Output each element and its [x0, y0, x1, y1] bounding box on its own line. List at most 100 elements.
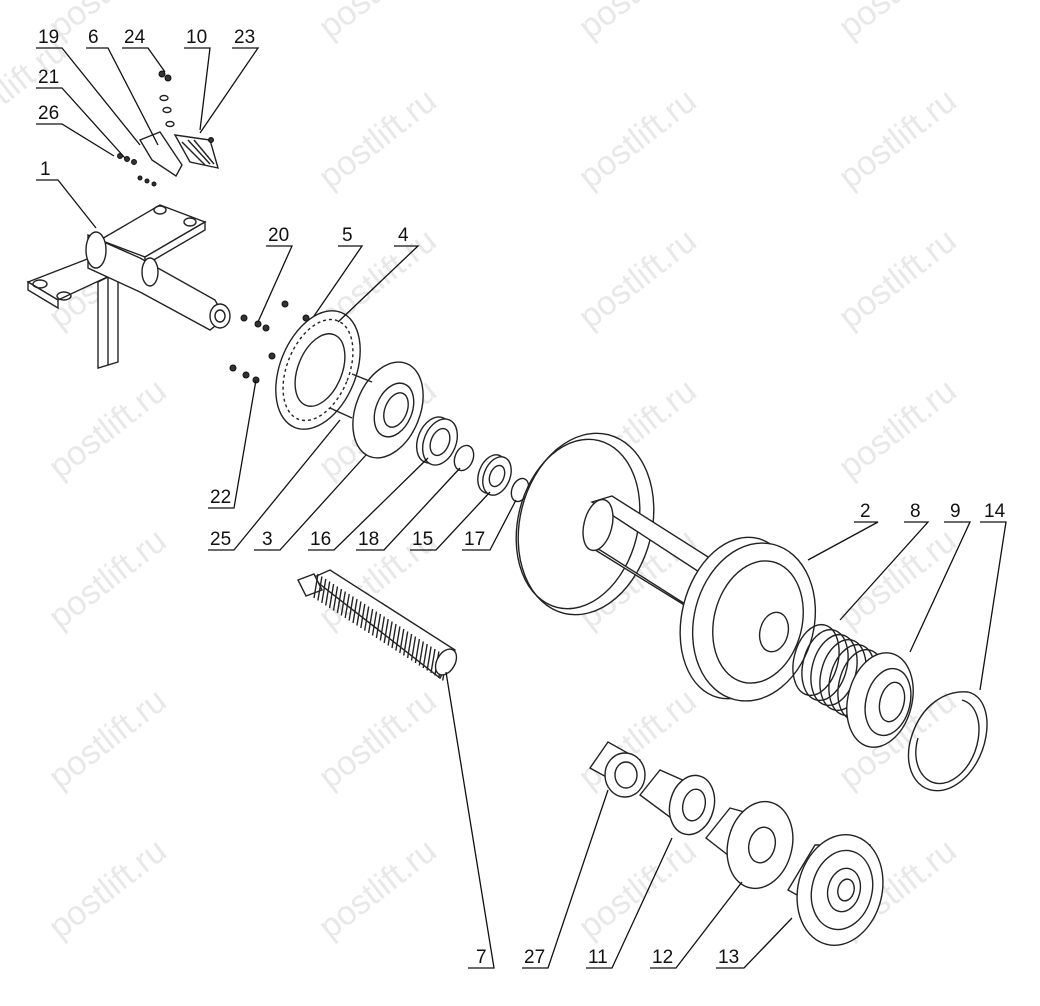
watermark-text: postlift.ru — [832, 371, 964, 486]
callout-2: 2 — [860, 501, 871, 522]
thread-ridge — [364, 606, 370, 631]
watermark-text: postlift.ru — [42, 521, 174, 636]
part-3-flange — [329, 361, 424, 459]
thread-ridge — [399, 628, 405, 654]
part-screws — [229, 300, 310, 384]
callout-22: 22 — [210, 487, 231, 508]
thread-ridge — [395, 626, 401, 651]
watermark-text: postlift.ru — [42, 681, 174, 796]
spring-coil — [792, 623, 840, 697]
part-9-cup — [846, 652, 914, 748]
thread-ridge — [360, 603, 366, 629]
callout-13: 13 — [718, 947, 739, 968]
part-18-snap-ring — [453, 444, 475, 472]
thread-ridge — [340, 591, 346, 616]
thread-ridge — [325, 581, 331, 606]
callout-18: 18 — [358, 529, 379, 550]
part-2-main-housing — [515, 432, 817, 702]
callout-26: 26 — [38, 103, 59, 124]
callout-1: 1 — [40, 159, 51, 180]
thread-ridge — [422, 643, 428, 669]
callout-15: 15 — [412, 529, 433, 550]
callout-11: 11 — [588, 947, 608, 968]
watermark-text: postlift.ru — [42, 371, 174, 486]
part-14-inner — [915, 699, 980, 785]
thread-ridge — [383, 618, 389, 644]
thread-ridge — [418, 641, 424, 666]
thread-ridge — [371, 611, 378, 636]
callout-21: 21 — [38, 67, 59, 88]
callout-27: 27 — [524, 947, 545, 968]
thread-ridge — [375, 613, 382, 639]
watermark-text: postlift.ru — [572, 831, 704, 946]
spring-coil — [801, 628, 849, 702]
callout-16: 16 — [310, 529, 331, 550]
thread-ridge — [379, 616, 385, 641]
watermark-text: postlift.ru — [312, 831, 444, 946]
thread-ridge — [336, 588, 343, 614]
callout-24: 24 — [124, 27, 146, 48]
part-27-small-cone — [588, 741, 646, 798]
thread-ridge — [367, 608, 374, 634]
callout-8: 8 — [910, 501, 921, 522]
part-16-bearing — [415, 416, 459, 466]
watermark-text: postlift.ru — [832, 221, 964, 336]
thread-ridge — [356, 601, 362, 626]
watermark-text: postlift.ru — [832, 81, 964, 196]
watermark-text: postlift.ru — [312, 0, 444, 46]
thread-ridge — [403, 631, 409, 656]
watermark-text: postlift.ru — [42, 0, 174, 46]
watermark-text: postlift.ru — [312, 81, 444, 196]
callout-9: 9 — [950, 501, 961, 522]
callout-12: 12 — [652, 947, 673, 968]
callout-7: 7 — [476, 947, 487, 968]
callout-5: 5 — [342, 225, 353, 246]
part-1-shaft-bracket — [26, 204, 231, 369]
part-sensor-bracket — [117, 70, 219, 187]
callout-labels: 19 6 24 10 23 21 26 1 20 5 4 22 25 3 16 … — [38, 27, 1006, 968]
callout-23: 23 — [234, 27, 255, 48]
thread-ridge — [321, 578, 327, 604]
thread-ridge — [391, 623, 397, 649]
callout-4: 4 — [398, 225, 409, 246]
leader-lines — [36, 47, 1007, 969]
thread-ridge — [387, 621, 393, 646]
callout-17: 17 — [464, 529, 485, 550]
thread-ridge — [430, 648, 436, 674]
part-11-cone — [638, 769, 716, 836]
part-7-threaded-shaft — [297, 569, 458, 681]
part-12-cone — [705, 800, 794, 890]
callout-6: 6 — [88, 27, 99, 48]
watermark-text: postlift.ru — [42, 831, 174, 946]
thread-ridge — [332, 586, 339, 611]
thread-ridge — [317, 576, 323, 601]
watermark-text: postlift.ru — [312, 681, 444, 796]
callout-10: 10 — [186, 27, 207, 48]
callout-3: 3 — [262, 529, 273, 550]
thread-ridge — [348, 596, 354, 621]
thread-end-cap — [434, 648, 458, 676]
callout-14: 14 — [984, 501, 1006, 522]
watermark-text: postlift.ru — [572, 0, 704, 46]
thread-ridge — [352, 598, 358, 624]
part-4-encoder-disc — [275, 310, 361, 430]
thread-ridge — [426, 646, 432, 671]
thread-ridge — [313, 573, 319, 599]
part-13-large-cone — [787, 834, 884, 946]
part-8-spring — [792, 623, 885, 722]
thread-ridge — [406, 633, 413, 659]
thread-ridge — [344, 593, 350, 619]
thread-tip — [297, 573, 323, 597]
watermark-text: postlift.ru — [572, 221, 704, 336]
callout-25: 25 — [210, 529, 231, 550]
callout-20: 20 — [268, 225, 289, 246]
thread-ridge — [328, 583, 335, 609]
callout-19: 19 — [38, 27, 59, 48]
part-15-bearing — [477, 454, 512, 496]
watermark-text: postlift.ru — [832, 0, 964, 46]
part-14-retaining-ring — [907, 691, 988, 792]
watermark-text: postlift.ru — [572, 81, 704, 196]
thread-ridge — [410, 636, 417, 661]
